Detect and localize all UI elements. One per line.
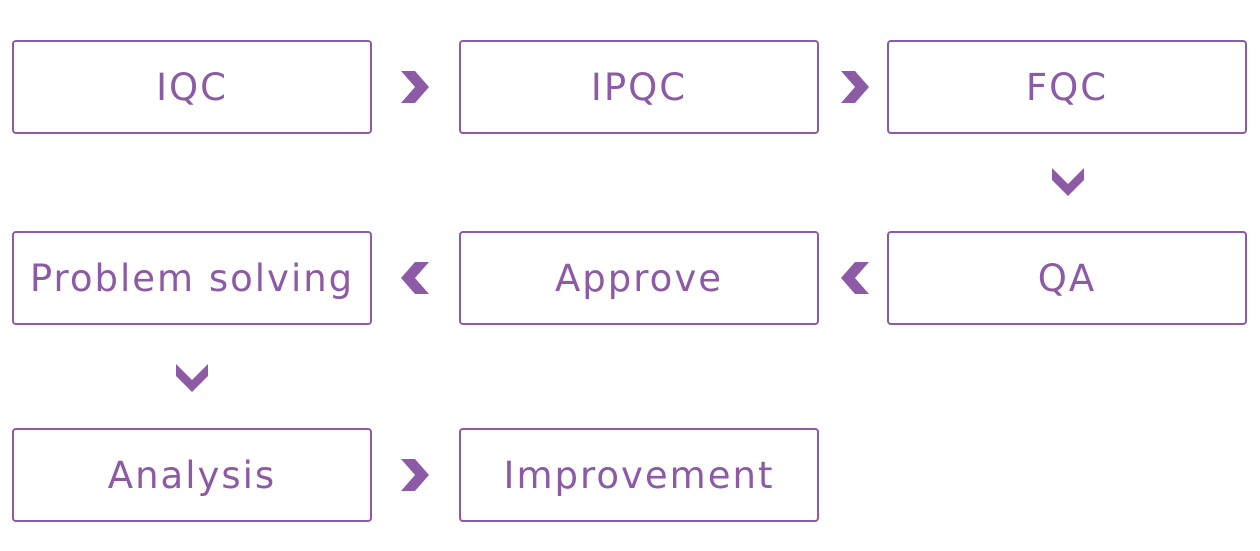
node-fqc: FQC [887,40,1247,134]
arrow-right-icon [395,67,435,107]
node-label: Analysis [107,453,277,497]
arrow-down-icon [1048,162,1088,202]
arrow-left-icon [395,258,435,298]
arrow-right-icon [835,67,875,107]
node-iqc: IQC [12,40,372,134]
node-label: Problem solving [29,256,355,300]
node-approve: Approve [459,231,819,325]
node-improvement: Improvement [459,428,819,522]
node-label: FQC [1025,65,1109,109]
node-label: Approve [555,256,723,300]
node-label: IQC [156,65,228,109]
arrow-right-icon [395,455,435,495]
node-ipqc: IPQC [459,40,819,134]
arrow-left-icon [835,258,875,298]
node-qa: QA [887,231,1247,325]
node-label: QA [1037,256,1097,300]
node-label: Improvement [503,453,775,497]
arrow-down-icon [172,358,212,398]
node-problem-solving: Problem solving [12,231,372,325]
node-label: IPQC [590,65,688,109]
node-analysis: Analysis [12,428,372,522]
